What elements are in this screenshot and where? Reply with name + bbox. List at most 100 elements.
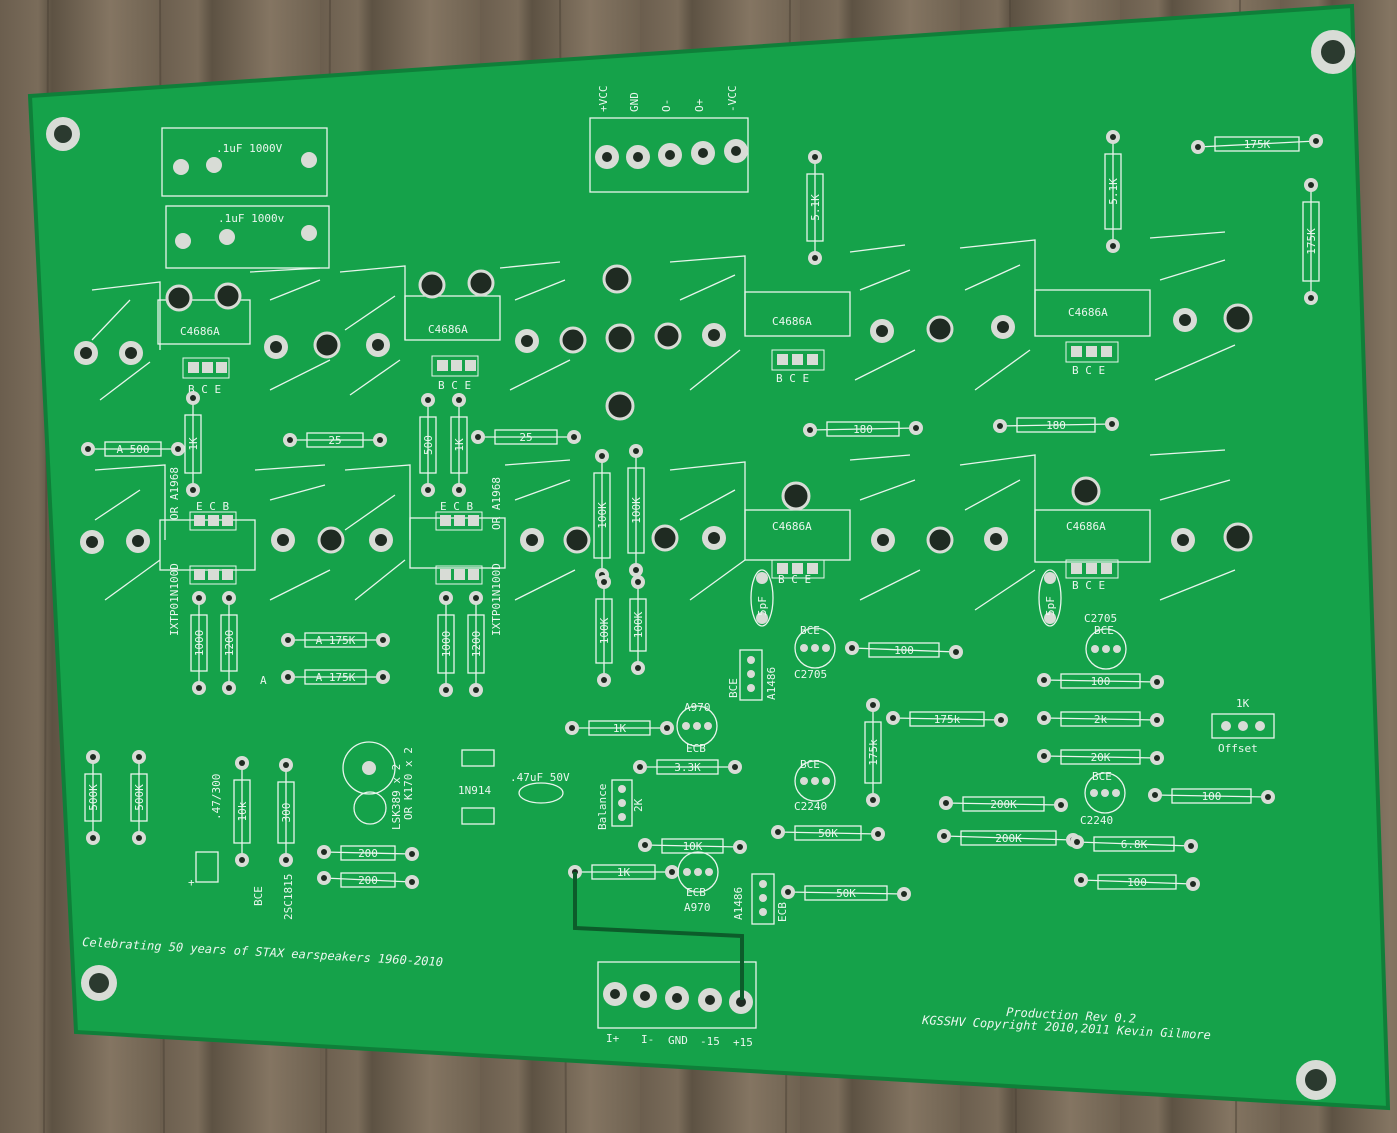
resistor-r-100k-3: 100K [595,575,613,687]
pin-label-i-minus: I- [641,1033,654,1046]
power-transistor-pads-lower [80,476,1253,554]
resistor-label: 100 [1202,790,1222,803]
resistor-r-100-b: 100 [1037,673,1164,689]
bce-5: B C E [778,573,811,586]
resistor-r-175k-v: 175k [864,698,882,807]
bce-6: B C E [1072,579,1105,592]
pin-label-vcc-plus: +VCC [597,86,610,113]
resistor-label: 100K [598,617,611,644]
resistor-label: 180 [853,423,873,436]
resistor-r-100-c: 100 [1148,788,1275,804]
top-caps: .1uF 1000V .1uF 1000v [161,127,330,269]
or-a1968-right: OR A1968 [490,477,503,530]
pin-label-vcc-minus: -VCC [726,86,739,113]
resistor-r-1000b: 1000 [437,591,455,697]
resistor-label: 100K [632,611,645,638]
resistor-label: 1K [453,438,466,452]
resistor-r-175k-a1: A 175K [281,632,390,648]
resistor-label: 50K [818,827,838,840]
resistor-label: 100K [596,502,609,529]
resistor-r-5k1a: 5.1K [806,150,824,265]
resistor-r-500k-a: 500K [84,750,102,845]
resistor-r-2k: 2k [1037,711,1164,727]
offset-label: Offset [1218,742,1258,755]
cap-label-2: .1uF 1000v [218,212,285,225]
balance-label: Balance [596,784,609,830]
q-label-4: C4686A [1068,306,1108,319]
resistor-label: A 175K [316,634,356,647]
pin-label-o-minus: O- [660,99,673,112]
resistor-label: 200 [358,874,378,887]
ecb-vertical: ECB [776,902,789,922]
resistor-r-25b: 25 [471,429,581,445]
or-a1968-left: OR A1968 [168,467,181,520]
resistor-label: 200K [995,832,1022,845]
lower-left-misc: LSK389 x 2 OR K170 x 2 1N914 .47uF 50V .… [188,674,570,920]
or-k170: OR K170 x 2 [402,747,415,820]
pf-caps: 5pF 5pF [750,569,1062,627]
resistor-label: 500K [133,784,146,811]
small-transistor-pads [182,341,1119,585]
pin-label-gnd-bottom: GND [668,1034,688,1047]
resistor-r-1k-d: 1K [568,864,679,880]
offset-pot: 1K Offset [1211,697,1275,755]
bottom-header: I+ I- GND -15 +15 [573,872,757,1049]
resistor-r-100-d: 100 [1074,873,1200,891]
a970-a: A970 [684,701,711,714]
resistor-r-100k-2: 100K [627,444,645,577]
resistor-label: 175K [1305,228,1318,255]
ecb-a970-a: ECB [686,742,706,755]
resistor-label: 20K [1091,751,1111,764]
a970-b: A970 [684,901,711,914]
resistor-r-500k-b: 500K [130,750,148,845]
resistor-r-1k-c: 1K [565,720,674,736]
resistor-label: 100K [630,497,643,524]
a-mark: A [260,674,267,687]
c047: .47uF 50V [510,771,570,784]
resistor-label: 300 [280,803,293,823]
resistor-label: 5.1K [1107,178,1120,205]
pin-label-neg15: -15 [700,1035,720,1048]
resistor-label: 5.1K [809,194,822,221]
transistor-labels: C4686A C4686A C4686A C4686A C4686A C4686… [180,306,1108,592]
resistor-r-200-b: 200 [317,871,419,889]
q-label-2: C4686A [428,323,468,336]
resistor-label: A 175K [316,671,356,684]
resistor-r-175k-side: 175K [1302,178,1320,305]
pot-1k: 1K [1236,697,1250,710]
resistor-r-175k-a2: A 175K [281,669,390,685]
vertical-labels: OR A1968 OR A1968 IXTP01N100D IXTP01N100… [168,467,503,636]
q-label-5: C4686A [772,520,812,533]
q-label-3: C4686A [772,315,812,328]
bce-c2705-b: BCE [1094,624,1114,637]
lsk389: LSK389 x 2 [390,764,403,830]
bce-c2705-a: BCE [800,624,820,637]
bce-3: B C E [776,372,809,385]
ecb-2: E C B [440,500,473,513]
small-transistors: BCE C2705 C2705 BCE BCE C2240 BCE C2240 … [676,612,1127,914]
c47-300: .47/300 [210,774,223,820]
resistor-label: 50K [836,887,856,900]
resistor-r-50k-a: 50K [771,825,885,841]
resistor-r-100-a: 100 [845,641,963,659]
bce-c2240-b: BCE [1092,770,1112,783]
resistor-label: 175k [934,713,961,726]
c2705-b: C2705 [1084,612,1117,625]
resistor-r-175k-top: 175K [1191,134,1323,154]
resistor-label: 180 [1046,419,1066,432]
resistor-r-500a: A 500 [81,441,185,457]
heatsinks-upper [91,231,1236,401]
c2240-b: C2240 [1080,814,1113,827]
plus-sign: + [188,876,195,889]
resistor-r-500b: 500 [419,393,437,497]
pin-label-gnd: GND [628,92,641,112]
resistor-r-1k-mid: 1K [450,393,468,497]
resistor-r-1200b: 1200 [467,591,485,697]
resistor-r-1200a: 1200 [220,591,238,695]
resistor-r-180b: 180 [993,417,1119,433]
pin-label-i-plus: I+ [606,1032,620,1045]
resistor-label: 2k [1094,713,1108,726]
two-sc: 2SC1815 [282,874,295,920]
mounting-holes [46,30,1355,1100]
